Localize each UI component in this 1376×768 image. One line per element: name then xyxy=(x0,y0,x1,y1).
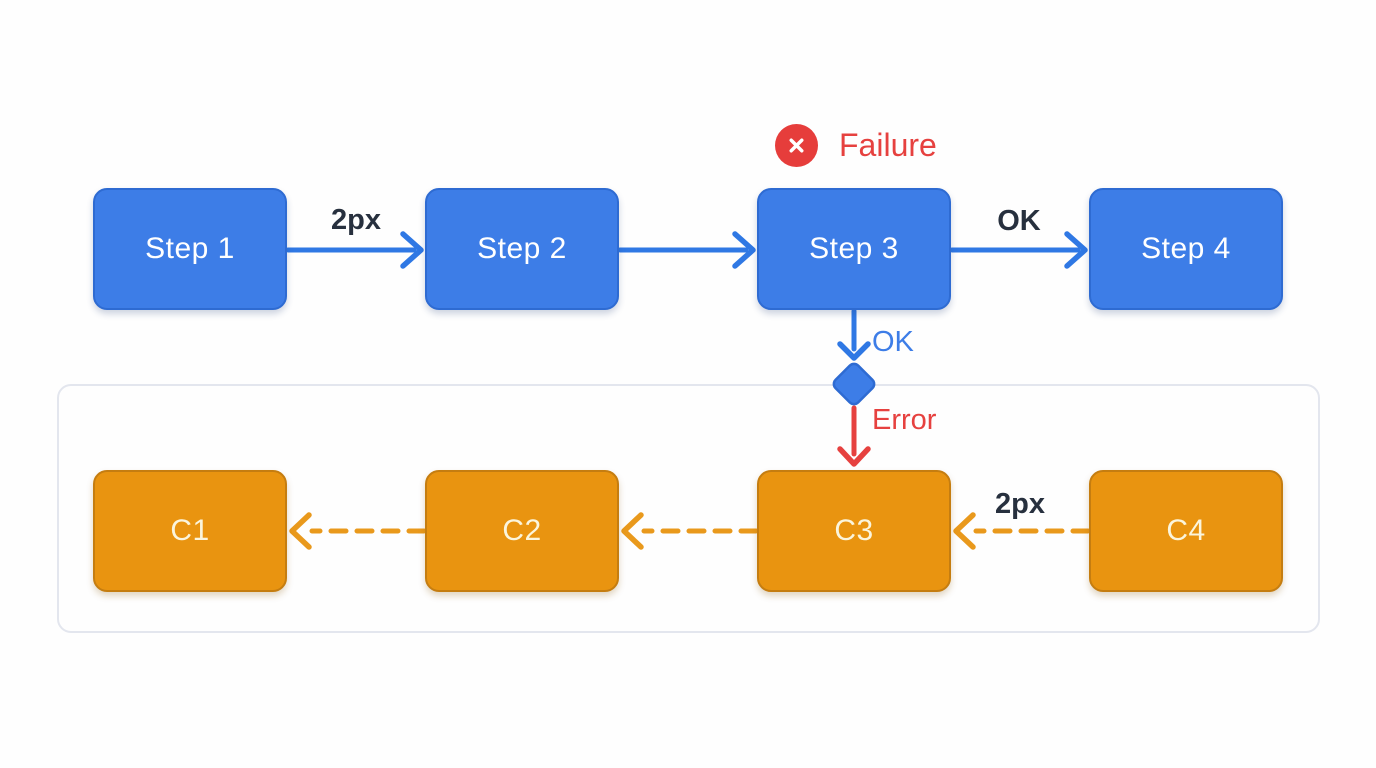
c3-label: C3 xyxy=(834,514,874,547)
step-1-label: Step 1 xyxy=(145,232,235,265)
step-2-label: Step 2 xyxy=(477,232,567,265)
arrowhead-step2-step3 xyxy=(732,231,756,269)
x-circle-icon xyxy=(775,124,818,167)
arrowhead-step3-step4 xyxy=(1064,231,1088,269)
arrowhead-step1-step2 xyxy=(400,231,424,269)
c1-node: C1 xyxy=(93,470,287,592)
step-3-label: Step 3 xyxy=(809,232,899,265)
edge-label-step3-down: OK xyxy=(872,326,914,358)
step-4-label: Step 4 xyxy=(1141,232,1231,265)
edge-label-step3-step4: OK xyxy=(997,205,1041,237)
c4-label: C4 xyxy=(1166,514,1206,547)
edge-label-step1-step2: 2px xyxy=(331,204,381,236)
failure-badge: Failure xyxy=(775,124,937,167)
failure-label: Failure xyxy=(839,127,937,163)
step-3-node: Step 3 xyxy=(757,188,951,310)
step-4-node: Step 4 xyxy=(1089,188,1283,310)
c2-label: C2 xyxy=(502,514,542,547)
c3-node: C3 xyxy=(757,470,951,592)
step-2-node: Step 2 xyxy=(425,188,619,310)
edge-label-gateway-error: Error xyxy=(872,404,937,436)
edge-label-c4-c3: 2px xyxy=(995,488,1045,520)
arrowhead-step3-gateway xyxy=(837,341,871,361)
step-1-node: Step 1 xyxy=(93,188,287,310)
c1-label: C1 xyxy=(170,514,210,547)
compensation-group-box xyxy=(57,384,1320,633)
c4-node: C4 xyxy=(1089,470,1283,592)
c2-node: C2 xyxy=(425,470,619,592)
